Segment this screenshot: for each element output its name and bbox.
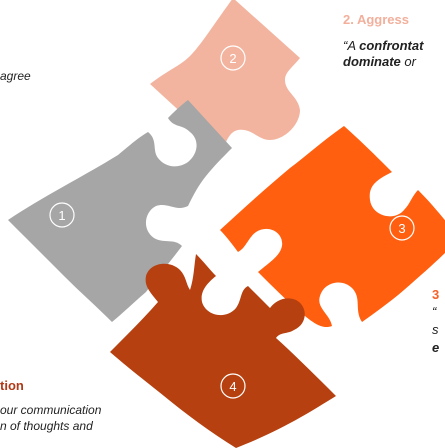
quote-aggressive-line2-rest: or [400, 54, 416, 69]
heading-aggressive: 2. Aggress [343, 12, 409, 27]
quote-3-line1: “ [432, 304, 437, 319]
puzzle-piece-1: 1 [8, 100, 232, 322]
piece-number-badge-1 [49, 202, 75, 228]
puzzle-piece-2: 2 [150, 0, 300, 150]
quote-3-line3: e [432, 340, 440, 355]
heading-4: tion [0, 378, 24, 393]
quote-3: “ s e [432, 303, 439, 357]
piece-number-badge-4 [220, 373, 246, 399]
piece-number-badge-3 [389, 215, 415, 241]
quote-passive-fragment: agree [0, 69, 31, 83]
puzzle-piece-3: 3 [220, 126, 445, 327]
quote-4-line1: our communication [0, 403, 102, 417]
heading-3: 3 [432, 287, 440, 302]
piece-number-4: 4 [229, 379, 236, 394]
quote-4: our communication n of thoughts and [0, 402, 101, 434]
quote-aggressive-bold: confrontat [359, 38, 424, 53]
quote-3-line2: s [432, 322, 439, 337]
piece-number-badge-2 [220, 45, 246, 71]
quote-4-line2: n of thoughts and [0, 419, 93, 433]
puzzle-piece-4: 4 [110, 254, 336, 448]
quote-aggressive-prefix: “A [343, 38, 360, 53]
piece-number-1: 1 [58, 208, 65, 223]
piece-number-3: 3 [398, 221, 405, 236]
quote-aggressive-line2-bold: dominate [343, 54, 401, 69]
quote-aggressive: “A confrontat dominate or [343, 38, 423, 70]
piece-number-2: 2 [229, 51, 236, 66]
